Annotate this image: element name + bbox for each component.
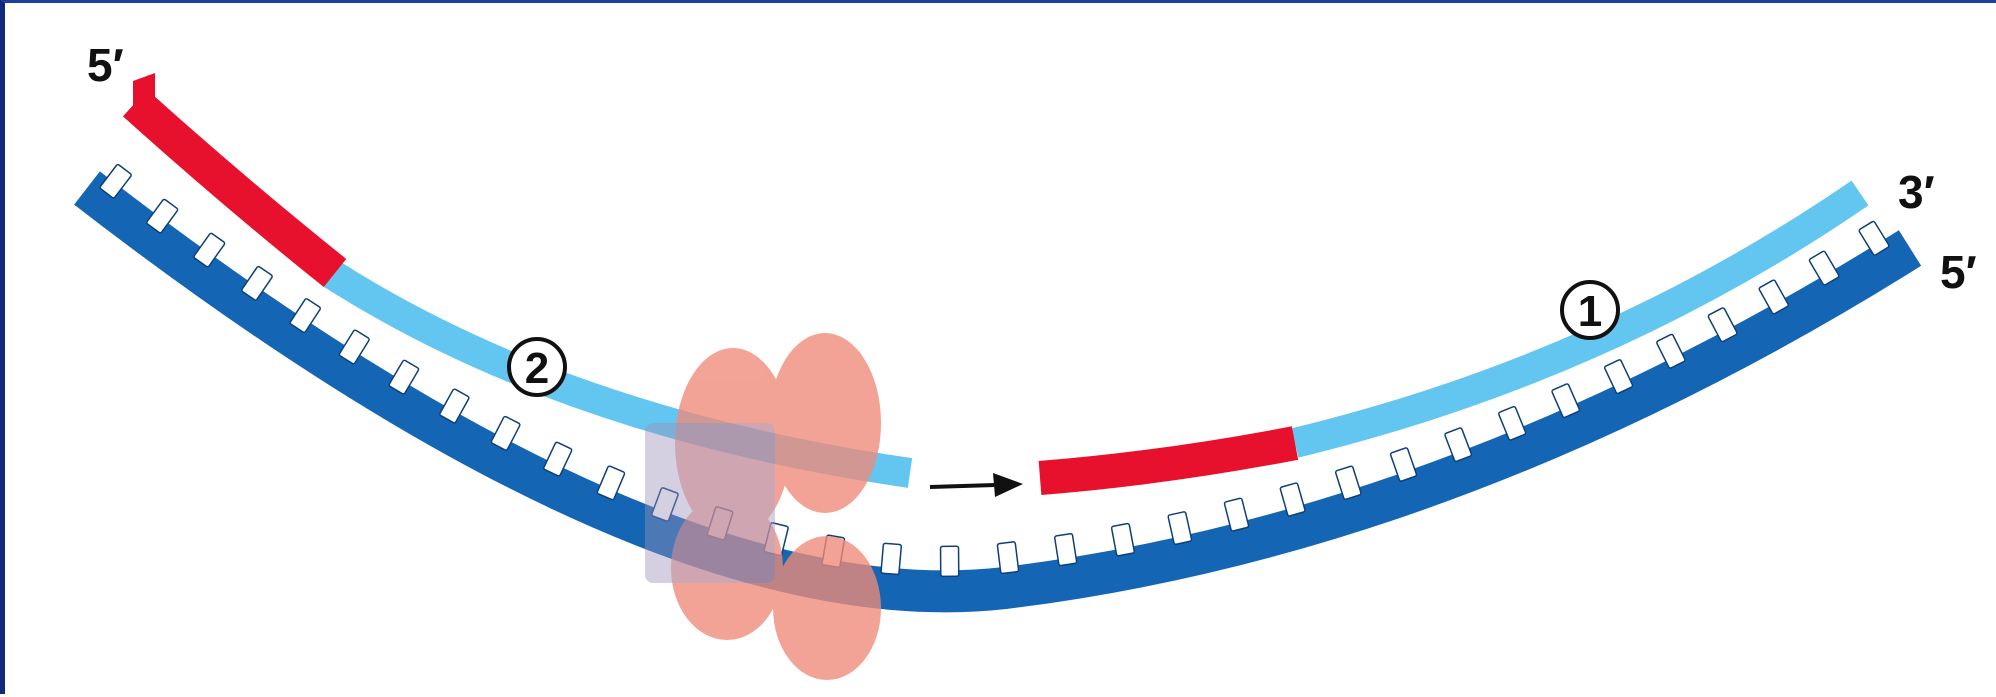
base <box>997 542 1019 574</box>
direction-arrow-icon <box>930 473 1023 497</box>
label-5prime-right: 5′ <box>1940 246 1977 298</box>
base <box>1054 533 1076 565</box>
marker-1: 1 <box>1562 282 1618 338</box>
svg-text:2: 2 <box>525 344 549 393</box>
base <box>881 543 902 574</box>
base <box>1708 307 1738 342</box>
rna-primer-left-end <box>133 73 155 121</box>
base <box>1656 334 1685 369</box>
marker-2: 2 <box>509 339 565 395</box>
replication-diagram: 2 1 5′ 3′ 5′ <box>5 3 1996 697</box>
template-strand <box>87 188 1910 591</box>
base <box>941 546 959 576</box>
rna-primer-right <box>1040 443 1295 478</box>
dna-polymerase-icon <box>645 333 881 680</box>
svg-text:1: 1 <box>1578 287 1602 336</box>
label-5prime-top-left: 5′ <box>87 39 124 91</box>
label-3prime-right: 3′ <box>1898 166 1935 218</box>
